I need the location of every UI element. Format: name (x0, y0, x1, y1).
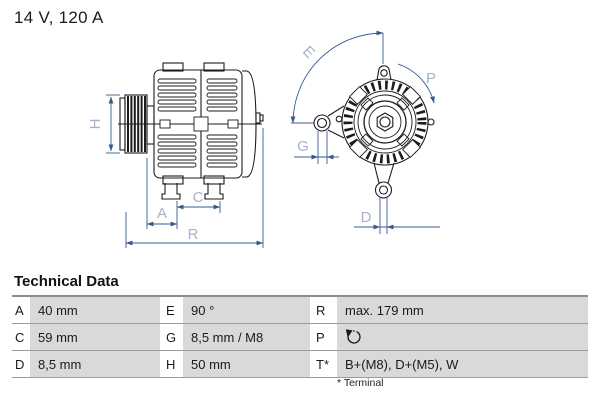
technical-data-table: A 40 mm E 90 ° R max. 179 mm C 59 mm G 8… (12, 295, 588, 378)
alternator-technical-drawing: H A C R (87, 30, 440, 248)
cooling-fins (157, 78, 238, 168)
front-view-dimensions (290, 30, 440, 234)
stator-ring (341, 78, 429, 166)
front-view-drawing (313, 65, 435, 199)
technical-data-heading: Technical Data (14, 273, 119, 290)
table-row: C 59 mm G 8,5 mm / M8 P (12, 324, 588, 351)
spec-value: max. 179 mm (337, 297, 588, 323)
side-view-dimensions (106, 94, 264, 248)
dim-label-H: H (87, 119, 104, 130)
spec-value: 8,5 mm (30, 351, 160, 377)
spec-key: T* (310, 351, 337, 377)
terminal-stud (255, 112, 261, 124)
front-bracket (146, 105, 155, 145)
bottom-mounting-lug (373, 162, 395, 199)
dim-label-P: P (426, 70, 436, 87)
spec-key: E (160, 297, 183, 323)
dim-label-R: R (188, 226, 199, 243)
dim-R (125, 128, 264, 248)
spec-value: 8,5 mm / M8 (183, 324, 310, 350)
spec-value (337, 324, 588, 350)
spec-value: 40 mm (30, 297, 160, 323)
terminal-footnote: * Terminal (337, 377, 384, 389)
spec-value: 59 mm (30, 324, 160, 350)
table-row: D 8,5 mm H 50 mm T* B+(M8), D+(M5), W (12, 351, 588, 378)
spec-key: A (12, 297, 30, 323)
dim-label-E: E (299, 43, 318, 62)
dim-D (354, 197, 440, 234)
side-stud (427, 118, 435, 126)
dim-label-C: C (193, 189, 204, 206)
dim-H (106, 94, 120, 154)
spec-key: H (160, 351, 183, 377)
spec-key: D (12, 351, 30, 377)
rear-cover (242, 70, 264, 178)
shaft-nut (376, 112, 394, 132)
spec-key: P (310, 324, 337, 350)
spec-key: C (12, 324, 30, 350)
spec-key: G (160, 324, 183, 350)
side-view-drawing (118, 62, 264, 200)
dim-C (176, 201, 221, 213)
left-mounting-arm (313, 105, 345, 139)
spec-key: R (310, 297, 337, 323)
page-title: 14 V, 120 A (14, 8, 104, 27)
table-row: A 40 mm E 90 ° R max. 179 mm (12, 297, 588, 324)
spec-value: 90 ° (183, 297, 310, 323)
spec-value: 50 mm (183, 351, 310, 377)
dim-label-A: A (157, 205, 167, 222)
mounting-feet (161, 183, 224, 200)
dim-P-rotation-arrow (397, 63, 435, 104)
shaft-axis (118, 116, 262, 132)
dim-E (290, 30, 384, 124)
spec-value: B+(M8), D+(M5), W (337, 351, 588, 377)
rotation-direction-icon (345, 329, 361, 344)
dim-G (294, 131, 339, 164)
dim-label-D: D (361, 209, 372, 226)
top-lug (376, 65, 392, 81)
dim-label-G: G (297, 138, 309, 155)
